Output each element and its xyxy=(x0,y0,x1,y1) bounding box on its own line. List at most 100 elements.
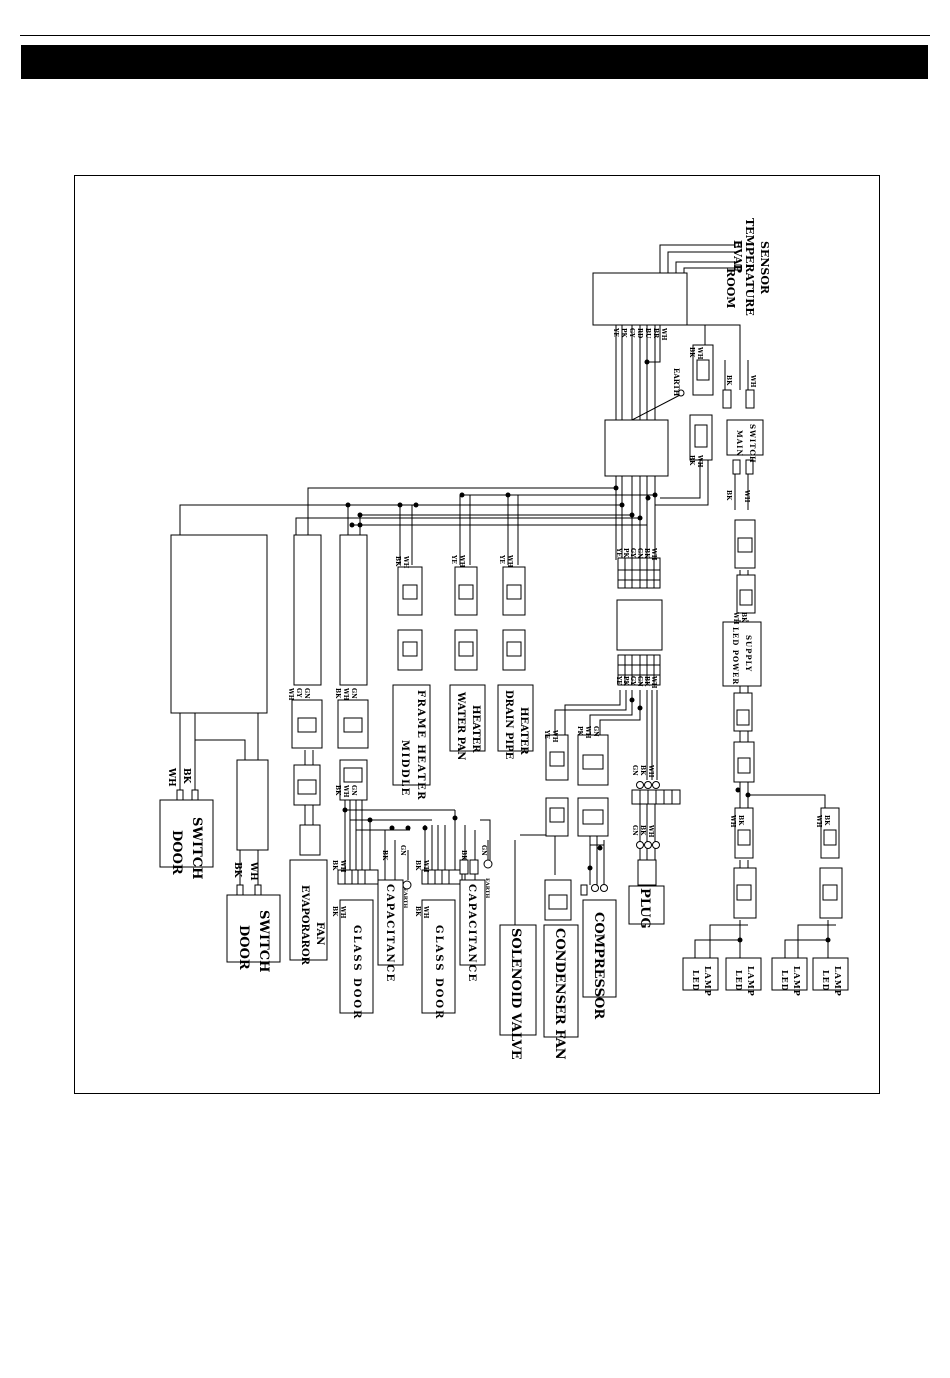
code-wh-21: WH xyxy=(647,824,654,838)
code-gn-5: GN xyxy=(350,785,357,796)
code-br-1: BR xyxy=(652,328,659,339)
middle-frame-heater-box xyxy=(392,684,431,786)
temperature-controller-box xyxy=(592,272,688,326)
code-bk-14: BK xyxy=(414,906,421,917)
label-led-power: LED POWER xyxy=(731,627,740,685)
code-wh-18: WH xyxy=(551,729,558,743)
code-ye-5: YE xyxy=(498,554,505,564)
code-bk-13: BK xyxy=(414,860,421,871)
code-bk-1: BK xyxy=(688,347,695,358)
code-gn-7: GN xyxy=(480,845,487,856)
label-capacitance-1: CAPACITANCE xyxy=(384,884,395,983)
code-ye-2: YE xyxy=(615,547,622,557)
label-frame-heater: FRAME HEATER xyxy=(415,690,426,801)
plug-box xyxy=(628,885,665,925)
label-door-switch-1-switch: SWITCH xyxy=(189,817,204,879)
label-earth: EARTH xyxy=(672,368,681,397)
code-earth-2: EARTH xyxy=(484,878,490,898)
code-wh-9: WH xyxy=(458,554,465,568)
code-wh-10: WH xyxy=(506,554,513,568)
label-condenser-fan: CONDENSER FAN xyxy=(552,928,567,1060)
code-wh-17: WH xyxy=(422,905,429,919)
label-evaporator: EVAPORAROR xyxy=(299,885,310,966)
glass-door-2-box xyxy=(421,899,456,1014)
junction-dots xyxy=(342,359,831,943)
label-room: ROOM xyxy=(724,268,737,308)
led-lamp-2-box xyxy=(725,957,762,991)
code-wh-24: WH xyxy=(815,814,822,828)
code-bk-16: BK xyxy=(639,765,646,776)
label-water-pan-heater: HEATER xyxy=(470,705,481,753)
code-wh-8: WH xyxy=(402,555,409,569)
label-lamp-2: LAMP xyxy=(746,966,756,997)
code-wh-2: WH xyxy=(749,374,756,388)
code-bk-11: BK xyxy=(331,906,338,917)
label-capacitance-2: CAPACITANCE xyxy=(466,884,477,983)
code-wh-12: WH xyxy=(342,687,349,701)
evaporator-fan-box xyxy=(289,859,328,961)
solenoid-valve-box xyxy=(499,924,537,1036)
code-bk-4: BK xyxy=(725,490,732,501)
code-bk-6: BK xyxy=(643,676,650,687)
label-lamp-4: LAMP xyxy=(833,966,843,997)
code-bk-3: BK xyxy=(688,455,695,466)
label-led-3: LED xyxy=(780,970,790,992)
label-led-4: LED xyxy=(821,970,831,992)
label-lamp-3: LAMP xyxy=(792,966,802,997)
code-wh-19: WH xyxy=(584,725,591,739)
label-led-1: LED xyxy=(691,970,701,992)
label-water-pan: WATER PAN xyxy=(455,691,466,760)
code-gn-4: GN xyxy=(350,688,357,699)
door-switch-controller-box xyxy=(170,534,268,714)
code-bk-10: BK xyxy=(331,860,338,871)
label-main: MAIN xyxy=(735,430,744,457)
code-wh-20: WH xyxy=(647,764,654,778)
led-lamp-3-box xyxy=(771,957,808,991)
code-gy-2: GY xyxy=(629,548,636,558)
code-bk-12: BK xyxy=(381,850,388,861)
led-power-supply-box xyxy=(722,621,762,687)
drain-pipe-heater-box xyxy=(497,684,534,752)
water-pan-heater-box xyxy=(449,684,486,752)
code-gn-9: GN xyxy=(631,765,638,776)
code-bk-door-1: BK xyxy=(181,768,191,785)
code-bk-2: BK xyxy=(725,375,732,386)
capacitance-1-box xyxy=(377,879,404,966)
code-wh-door-1: WH xyxy=(166,767,176,787)
label-evap: EVAP xyxy=(731,240,744,273)
code-bk-17: BK xyxy=(639,825,646,836)
code-gn-8: GN xyxy=(592,726,599,737)
led-lamp-4-box xyxy=(812,957,849,991)
code-wh-3: WH xyxy=(696,454,703,468)
label-temperature: TEMPERATURE xyxy=(743,218,756,316)
code-gy-3: GY xyxy=(629,676,636,686)
components xyxy=(159,241,849,1038)
code-wh-14: WH xyxy=(339,859,346,873)
code-gn-2: GN xyxy=(636,676,643,687)
code-ye-1: YE xyxy=(612,327,619,337)
code-bk-8: BK xyxy=(334,688,341,699)
label-door-switch-1-door: DOOR xyxy=(169,830,184,875)
label-main-switch: SWITCH xyxy=(748,424,757,464)
code-pk-1: PK xyxy=(620,328,627,339)
code-earth-1: EARTH xyxy=(402,888,408,908)
code-gn-1: GN xyxy=(636,548,643,559)
terminal-block-box xyxy=(616,599,663,651)
top-rule xyxy=(20,35,930,36)
diagram-frame xyxy=(74,175,880,1094)
code-wh-1: WH xyxy=(696,346,703,360)
code-bk-7: BK xyxy=(394,556,401,567)
code-ye-3: YE xyxy=(615,675,622,685)
label-lamp-1: LAMP xyxy=(703,966,713,997)
code-wh-11: WH xyxy=(287,687,294,701)
label-solenoid-valve: SOLENOID VALVE xyxy=(508,928,523,1060)
label-middle: MIDDLE xyxy=(399,740,410,797)
label-glass-door-1: GLASS DOOR xyxy=(351,925,362,1020)
label-drain-pipe: DRAIN PIPE xyxy=(503,690,514,760)
header-bar xyxy=(21,45,928,79)
label-glass-door-2: GLASS DOOR xyxy=(433,925,444,1020)
code-wh-13: WH xyxy=(342,784,349,798)
code-rd-1: RD xyxy=(636,328,643,338)
code-gy-1: GY xyxy=(628,328,635,338)
compressor-box xyxy=(582,899,617,998)
